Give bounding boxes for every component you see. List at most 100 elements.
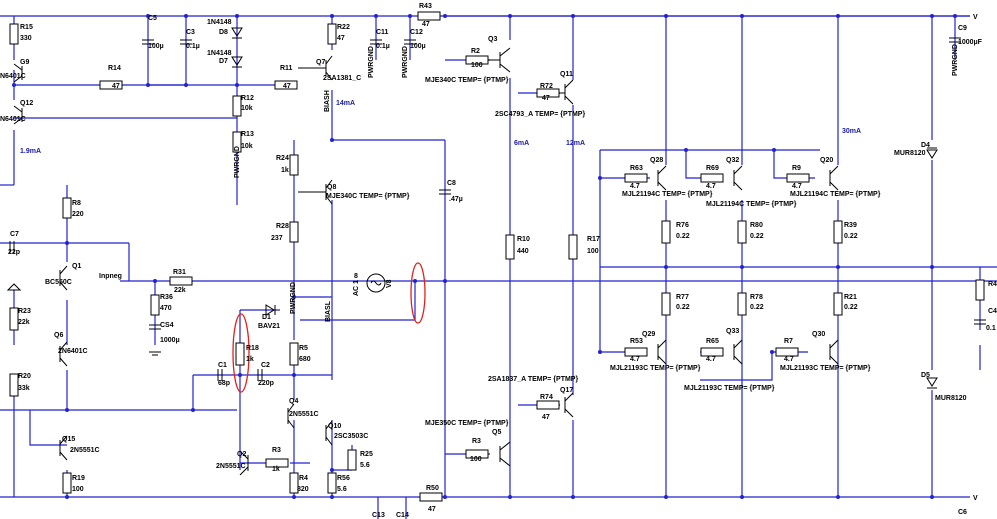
label-g9: G9 [20,59,29,66]
label-r14: R14 [108,65,121,72]
label-r50v: 47 [428,506,436,513]
label-q15: Q15 [62,436,75,443]
label-r72: R72 [540,83,553,90]
net-label-pwrgnd3: PWRGND [402,46,409,78]
label-r23v: 22k [18,319,30,326]
label-r39v: 0.22 [844,233,858,240]
component-labels: R15330C5100µC30.1µ1N4148D81N4148D7R2247C… [0,3,997,519]
label-r56v: 5.6 [337,486,347,493]
label-r17v: 100 [587,248,599,255]
label-c12: C12 [410,29,423,36]
label-i12: 12mA [566,140,585,147]
label-r15: R15 [20,24,33,31]
selection-highlight-v8[interactable] [410,262,426,324]
label-q4: Q4 [289,398,298,405]
label-r7v: 4.7 [784,356,794,363]
label-r25: R25 [360,451,373,458]
label-q28: Q28 [650,157,663,164]
label-r3b: R3 [272,447,281,454]
label-r78v: 0.22 [750,304,764,311]
diodes [231,27,938,389]
label-d7: D7 [219,58,228,65]
label-cs4: CS4 [160,322,174,329]
label-q2: Q2 [237,451,246,458]
label-c2: C2 [261,362,270,369]
label-q10: Q10 [328,423,341,430]
label-q29: Q29 [642,331,655,338]
label-r3bv: 1k [272,466,280,473]
label-i19: 1.9mA [20,148,41,155]
label-r5: R5 [299,345,308,352]
label-1n4148a: 1N4148 [207,19,232,26]
label-mur8120a: MUR8120 [894,150,926,157]
label-r78: R78 [750,294,763,301]
label-r50: R50 [426,485,439,492]
label-r24v: 1k [281,167,289,174]
pos-rail-label: V [973,14,978,21]
label-r80: R80 [750,222,763,229]
label-r3: R3 [472,438,481,445]
label-d4: D4 [921,142,930,149]
label-mje340a: MJE340C TEMP= {PTMP} [425,77,509,84]
label-mjl4281b: MJL21194C TEMP= {PTMP} [706,201,797,208]
label-r24: R24 [276,155,289,162]
label-d1: D1 [262,314,271,321]
net-label-pwrgnd5: PWRGND [290,282,297,314]
label-r15v: 330 [20,35,32,42]
net-label-v8: V8 [386,279,393,288]
label-r21v: 0.22 [844,304,858,311]
label-q12: Q12 [20,100,33,107]
label-r8v: 220 [72,211,84,218]
label-r2: R2 [471,48,480,55]
ground-icon [6,283,22,291]
neg-rail-label: V [973,495,978,502]
label-mje350: MJE350C TEMP= {PTMP} [425,420,509,427]
label-r10v: 440 [517,248,529,255]
label-2sc4793: 2SC4793_A TEMP= {PTMP} [495,111,585,118]
label-r19: R19 [72,475,85,482]
label-q20: Q20 [820,157,833,164]
label-c4r: C4 [988,308,997,315]
label-r43v: 47 [422,21,430,28]
label-r13v: 10k [241,143,253,150]
label-r4r: R4 [988,281,997,288]
label-r23: R23 [18,308,31,315]
label-2sc3503: 2SC3503C [334,433,368,440]
label-r65v: 4.7 [706,356,716,363]
label-mjl3281c: MJL21193C TEMP= {PTMP} [780,365,871,372]
label-r18: R18 [246,345,259,352]
label-c7: C7 [10,231,19,238]
label-vs: 8 [354,273,358,280]
label-r20: R20 [18,373,31,380]
label-r18v: 1k [246,356,254,363]
label-c11: C11 [376,29,389,36]
label-2n5551a: 2N5551C [289,411,319,418]
ac-source[interactable] [366,273,386,293]
label-r17: R17 [587,236,600,243]
label-q17: Q17 [560,387,573,394]
label-c5v: 100µ [148,43,164,50]
label-c9v: 1000µF [958,39,983,46]
label-r69: R69 [706,165,719,172]
label-1n4148b: 1N4148 [207,50,232,57]
ground-icon [149,351,161,356]
label-r4: R4 [299,475,308,482]
label-q6: Q6 [54,332,63,339]
label-q8: Q8 [327,184,336,191]
label-q11: Q11 [560,71,573,78]
label-q3: Q3 [488,36,497,43]
label-r36v: 470 [160,305,172,312]
label-mjl4281c: MJL21194C TEMP= {PTMP} [790,191,881,198]
label-r77: R77 [676,294,689,301]
label-d5: D5 [921,372,930,379]
label-c9: C9 [958,25,967,32]
selection-highlight-r18[interactable] [232,313,250,393]
junctions [12,14,957,499]
net-label-bias1: BIASH [324,90,331,112]
label-r11: R11 [280,65,293,72]
label-r12: R12 [241,95,254,102]
label-n6401c: 2N6401C [58,348,88,355]
